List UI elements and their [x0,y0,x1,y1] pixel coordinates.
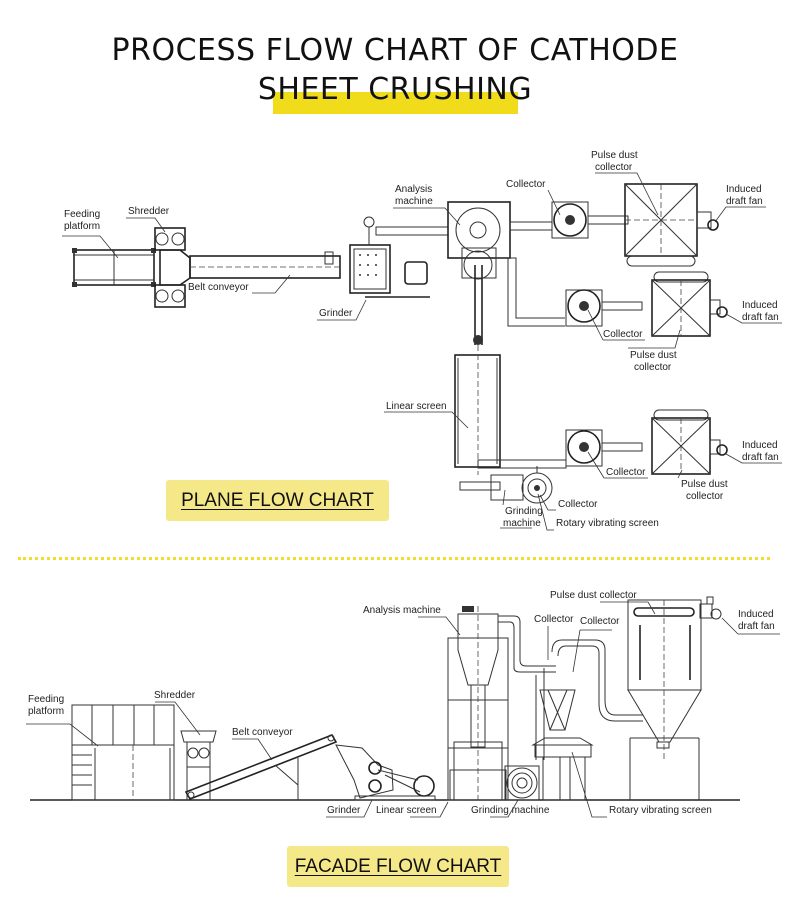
plane-label-pulse-low-1: Pulse dust [681,479,728,490]
facade-rotary-screen [531,737,594,801]
facade-grinder [335,744,436,801]
facade-label-analysis: Analysis machine [363,605,441,616]
plane-label-collector-low: Collector [606,467,646,478]
facade-label-feeding-2: platform [28,706,64,717]
facade-shredder [180,730,217,800]
plane-label-pulse-low-2: collector [686,491,724,502]
plane-diagram: Feeding platform Shredder Belt conveyor … [62,150,782,531]
plane-label-collector-top: Collector [506,179,546,190]
facade-label-fan-1: Induced [738,609,774,620]
facade-fan [699,596,722,620]
title-line-1: PROCESS FLOW CHART OF CATHODE [111,33,679,68]
plane-label-grinding-1: Grinding [505,506,543,517]
facade-label-linear-screen: Linear screen [376,805,437,816]
facade-label-collector-2: Collector [580,616,620,627]
plane-label-fan-low-2: draft fan [742,452,779,463]
title-line-2: SHEET CRUSHING [0,72,790,107]
plane-flow-chart-badge: PLANE FLOW CHART [166,480,389,521]
plane-pipe-top [509,221,553,231]
plane-rotary-screen [521,466,553,504]
plane-label-fan-top-2: draft fan [726,196,763,207]
plane-collector-mid [565,289,603,327]
plane-analysis-machine [447,201,511,280]
facade-label-collector-1: Collector [534,614,574,625]
facade-feeding-platform [71,704,175,801]
plane-pipe-mid [496,257,565,319]
plane-collector-low [565,429,603,467]
plane-pulse-collector-top [624,183,698,267]
plane-label-shredder: Shredder [128,206,170,217]
plane-label-pulse-top-1: Pulse dust [591,150,638,161]
plane-label-analysis-1: Analysis [395,184,432,195]
facade-flow-chart-badge: FACADE FLOW CHART [287,846,509,887]
plane-label-feeding-2: platform [64,221,100,232]
plane-label-linear-screen: Linear screen [386,401,447,412]
facade-label-rotary: Rotary vibrating screen [609,805,712,816]
plane-vertical-conveyor [473,265,483,345]
plane-feeding-platform [72,248,156,287]
plane-label-pulse-top-2: collector [595,162,633,173]
facade-grinding-machine [504,765,540,801]
plane-label-collector-mid: Collector [603,329,643,340]
plane-fan-mid [709,299,728,318]
plane-label-belt-conveyor: Belt conveyor [188,282,249,293]
facade-belt-conveyor [184,734,338,800]
plane-label-pulse-mid-1: Pulse dust [630,350,677,361]
plane-grinding-machine [459,474,524,501]
facade-pulse-collector [627,599,702,800]
plane-label-fan-mid-2: draft fan [742,312,779,323]
facade-label-fan-2: draft fan [738,621,775,632]
facade-analysis-machine [447,606,556,801]
facade-label-shredder: Shredder [154,690,196,701]
plane-collector-top [551,201,589,239]
plane-label-fan-top-1: Induced [726,184,762,195]
section-separator [18,557,770,560]
plane-label-fan-low-1: Induced [742,440,778,451]
plane-label-collector-bottom: Collector [558,499,598,510]
plane-pulse-collector-mid [651,271,711,337]
plane-label-analysis-2: machine [395,196,433,207]
facade-diagram: Feeding platform Shredder Belt conveyor … [26,590,780,818]
facade-label-feeding-1: Feeding [28,694,64,705]
plane-label-feeding-1: Feeding [64,209,100,220]
facade-label-belt-conveyor: Belt conveyor [232,727,293,738]
title-line-2-text: SHEET CRUSHING [257,72,533,107]
plane-pipe-top-2 [587,215,629,225]
facade-label-pulse: Pulse dust collector [550,590,637,601]
plane-fan-low [709,439,728,456]
plane-label-grinding-2: machine [503,518,541,529]
plane-flow-chart-label: PLANE FLOW CHART [181,490,374,511]
plane-label-pulse-mid-2: collector [634,362,672,373]
facade-collectors [535,639,643,760]
facade-linear-screen [449,769,507,801]
facade-label-grinder: Grinder [327,805,361,816]
plane-linear-screen [454,345,501,475]
facade-label-grinding: Grinding machine [471,805,550,816]
plane-label-fan-mid-1: Induced [742,300,778,311]
plane-pulse-collector-low [651,409,711,475]
facade-flow-chart-label: FACADE FLOW CHART [294,856,502,877]
plane-fan-top [696,211,719,231]
title-highlight [273,92,518,114]
plane-grinder [349,216,449,298]
plane-label-rotary: Rotary vibrating screen [556,518,659,529]
plane-label-grinder: Grinder [319,308,353,319]
plane-shredder [154,227,191,308]
plane-belt-conveyor [189,251,341,279]
